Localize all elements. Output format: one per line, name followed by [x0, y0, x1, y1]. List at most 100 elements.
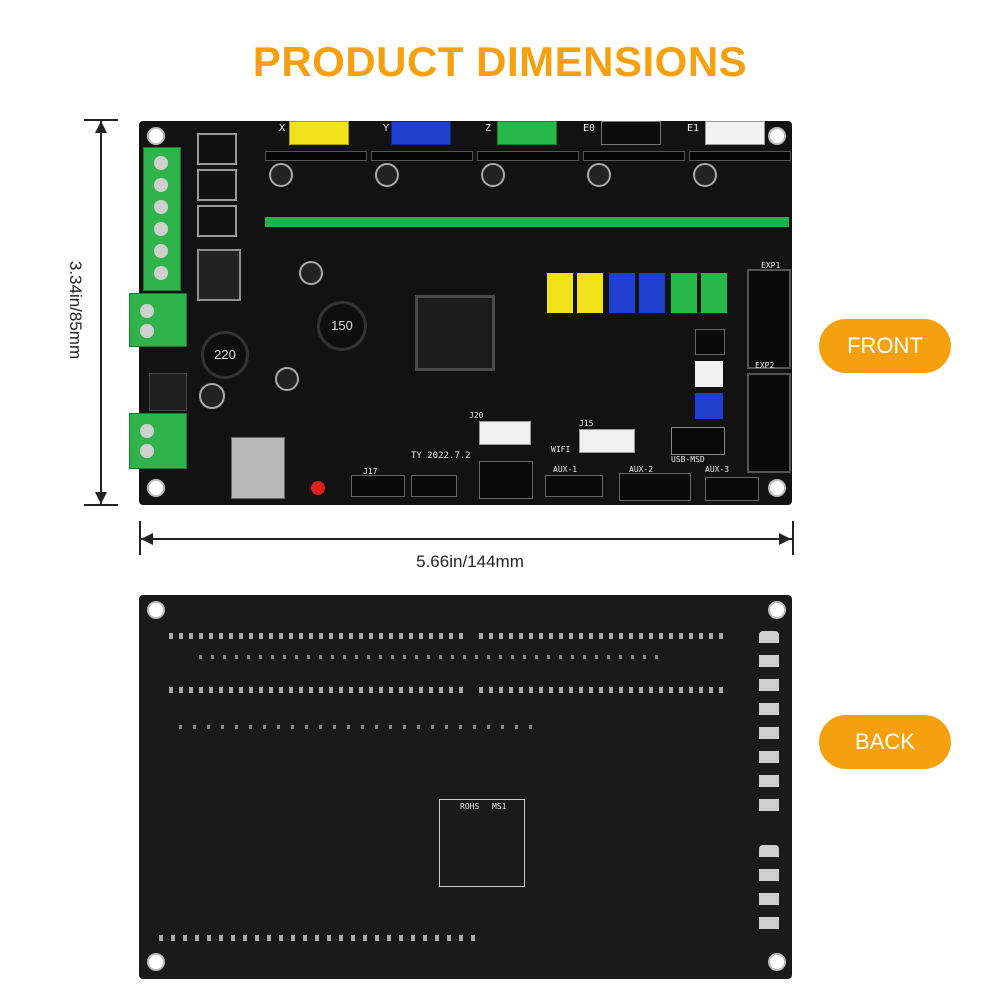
aux1-header: [545, 475, 603, 497]
driver-header-strip: [265, 217, 789, 227]
mounting-hole: [768, 127, 786, 145]
usb-port: [231, 437, 285, 499]
aux1-label: AUX-1: [553, 465, 578, 474]
solder-pad-row: [479, 633, 729, 639]
capacitor: [481, 163, 505, 187]
aux3-header: [705, 477, 759, 501]
endstop-connector: [701, 273, 727, 313]
mounting-hole: [147, 479, 165, 497]
driver-socket: [477, 151, 579, 161]
aux2-label: AUX-2: [629, 465, 654, 474]
axis-label-x: X: [279, 123, 286, 134]
y-axis-connector: [391, 121, 451, 145]
dimension-line: [100, 120, 102, 505]
solder-pad-row: [159, 935, 479, 941]
capacitor: [693, 163, 717, 187]
date-code-label: TY 2022.7.2: [411, 451, 471, 461]
back-board-image: ROHS MS1: [139, 595, 792, 979]
wifi-label: WIFI: [551, 445, 571, 454]
mounting-hole: [147, 953, 165, 971]
mosfet: [197, 133, 237, 165]
endstop-connector: [609, 273, 635, 313]
capacitor: [275, 367, 299, 391]
solder-pad-row: [169, 687, 469, 693]
j17-label: J17: [363, 467, 378, 476]
endstop-connector: [671, 273, 697, 313]
driver-socket: [689, 151, 791, 161]
capacitor: [299, 261, 323, 285]
blue-connector: [695, 393, 723, 419]
pin-header: [411, 475, 457, 497]
endstop-connector: [639, 273, 665, 313]
pin-header: [351, 475, 405, 497]
x-axis-connector: [289, 121, 349, 145]
exp2-header: [747, 373, 791, 473]
z-axis-connector: [497, 121, 557, 145]
driver-socket: [265, 151, 367, 161]
j20-label: J20: [469, 411, 484, 420]
mounting-hole: [147, 601, 165, 619]
mounting-hole: [768, 479, 786, 497]
mounting-hole: [147, 127, 165, 145]
mounting-hole: [768, 601, 786, 619]
usb-msd-header: [671, 427, 725, 455]
exp1-label: EXP1: [761, 261, 781, 270]
inductor: 220: [201, 331, 249, 379]
inductor: 150: [317, 301, 367, 351]
arrow-right-icon: [779, 533, 791, 545]
page-title: PRODUCT DIMENSIONS: [252, 38, 748, 85]
arrow-up-icon: [95, 121, 107, 133]
axis-label-y: Y: [383, 123, 390, 134]
mosfet: [197, 205, 237, 237]
driver-socket: [371, 151, 473, 161]
driver-socket: [583, 151, 685, 161]
dimension-tick: [792, 521, 794, 555]
e1-connector: [705, 121, 765, 145]
aux2-header: [619, 473, 691, 501]
white-connector: [695, 361, 723, 387]
power-terminal-block: [143, 147, 181, 291]
back-badge: BACK: [819, 715, 951, 769]
capacitor: [199, 383, 225, 409]
solder-pad-row: [479, 687, 729, 693]
aux3-label: AUX-3: [705, 465, 730, 474]
endstop-connector: [547, 273, 573, 313]
solder-pad-row: [169, 633, 469, 639]
terminal-block: [149, 373, 187, 411]
width-label: 5.66in/144mm: [416, 552, 524, 571]
reset-button: [311, 481, 325, 495]
white-connector: [479, 421, 531, 445]
exp1-header: [747, 269, 791, 369]
usb-msd-label: USB-MSD: [671, 455, 705, 464]
terminal-block: [129, 293, 187, 347]
dimension-tick: [84, 504, 118, 506]
front-badge: FRONT: [819, 319, 951, 373]
solder-pad-row: [199, 655, 659, 659]
front-board-image: 150 220 X Y Z E0 E1 TY 2: [129, 121, 792, 505]
microcontroller-chip: [415, 295, 495, 371]
capacitor: [375, 163, 399, 187]
terminal-block: [129, 413, 187, 469]
black-connector: [695, 329, 725, 355]
capacitor: [269, 163, 293, 187]
height-label: 3.34in/85mm: [66, 260, 85, 360]
voltage-regulator: [197, 249, 241, 301]
arrow-left-icon: [141, 533, 153, 545]
axis-label-e0: E0: [583, 123, 596, 134]
jumper-table: ROHS MS1: [439, 799, 525, 887]
pin-header: [479, 461, 533, 499]
arrow-down-icon: [95, 492, 107, 504]
white-connector: [579, 429, 635, 453]
solder-pad-row: [179, 725, 539, 729]
table-header-rohs: ROHS: [460, 802, 480, 811]
dimension-line: [140, 538, 792, 540]
exp2-label: EXP2: [755, 361, 775, 370]
j15-label: J15: [579, 419, 594, 428]
e0-connector: [601, 121, 661, 145]
axis-label-z: Z: [485, 123, 492, 134]
mosfet: [197, 169, 237, 201]
terminal-pad-column: [759, 845, 779, 935]
capacitor: [587, 163, 611, 187]
table-header-ms: MS1: [492, 802, 507, 811]
endstop-connector: [577, 273, 603, 313]
